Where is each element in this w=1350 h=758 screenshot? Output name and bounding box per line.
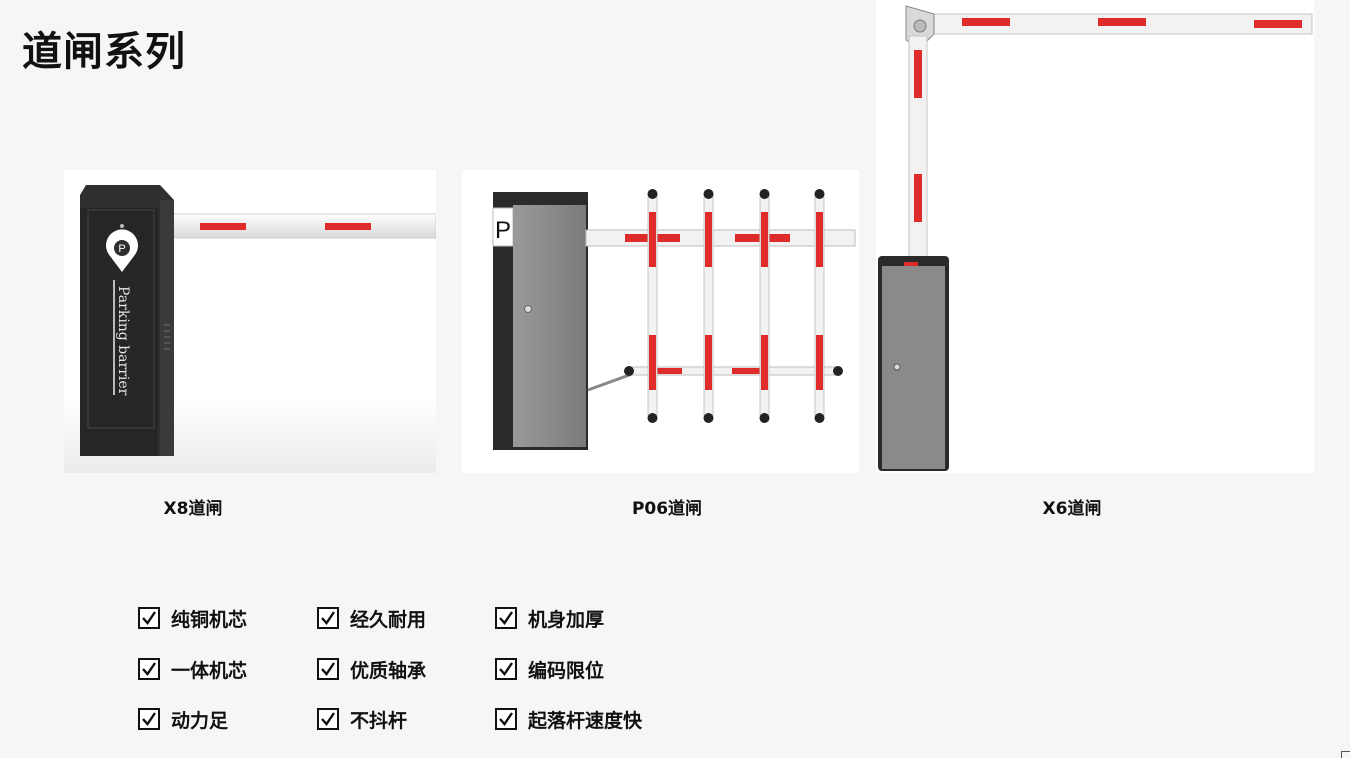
checkbox-checked-icon <box>317 658 339 680</box>
checkbox-checked-icon <box>495 607 517 629</box>
x8-cabinet: P Parking barrier <box>80 185 174 456</box>
product-image-x8: P Parking barrier <box>64 170 436 473</box>
checkbox-checked-icon <box>317 607 339 629</box>
feature-item: 一体机芯 <box>138 655 247 683</box>
x8-boom-arm <box>168 213 436 239</box>
door-lock-icon <box>524 305 532 313</box>
feature-item: 纯铜机芯 <box>138 604 247 632</box>
product-image-x6 <box>876 0 1314 473</box>
feature-item: 优质轴承 <box>317 655 426 683</box>
feature-label: 一体机芯 <box>171 659 248 682</box>
feature-item: 经久耐用 <box>317 604 426 632</box>
feature-label: 编码限位 <box>528 659 605 682</box>
feature-label: 优质轴承 <box>350 659 427 682</box>
checkbox-checked-icon <box>495 708 517 730</box>
checkbox-checked-icon <box>138 708 160 730</box>
product-caption-p06: P06道闸 <box>631 499 703 519</box>
p06-cabinet: P <box>492 192 588 450</box>
product-caption-x8: X8道闸 <box>163 499 223 519</box>
feature-item: 起落杆速度快 <box>495 705 642 733</box>
x6-horizontal-boom <box>931 13 1313 35</box>
checkbox-checked-icon <box>138 607 160 629</box>
checkbox-checked-icon <box>495 658 517 680</box>
corner-mark <box>1341 751 1350 758</box>
feature-item: 机身加厚 <box>495 604 604 632</box>
p06-fence-pickets <box>647 189 825 423</box>
feature-label: 经久耐用 <box>350 608 427 631</box>
x6-vertical-boom <box>908 35 928 259</box>
feature-item: 动力足 <box>138 705 228 733</box>
p06-panel-letter: P <box>495 217 511 244</box>
feature-label: 纯铜机芯 <box>171 608 248 631</box>
parking-pin-icon: P <box>106 229 138 272</box>
feature-label: 不抖杆 <box>350 709 408 732</box>
checkbox-checked-icon <box>317 708 339 730</box>
x6-cabinet <box>878 256 949 471</box>
feature-label: 起落杆速度快 <box>528 709 643 732</box>
cabinet-brand-text: Parking barrier <box>115 286 131 396</box>
product-image-p06: P <box>462 170 859 473</box>
feature-item: 编码限位 <box>495 655 604 683</box>
product-caption-x6: X6道闸 <box>1042 499 1102 519</box>
feature-item: 不抖杆 <box>317 705 407 733</box>
feature-label: 机身加厚 <box>528 608 605 631</box>
checkbox-checked-icon <box>138 658 160 680</box>
logo-letter: P <box>118 243 125 255</box>
page-title: 道闸系列 <box>22 29 186 75</box>
feature-label: 动力足 <box>171 709 229 732</box>
